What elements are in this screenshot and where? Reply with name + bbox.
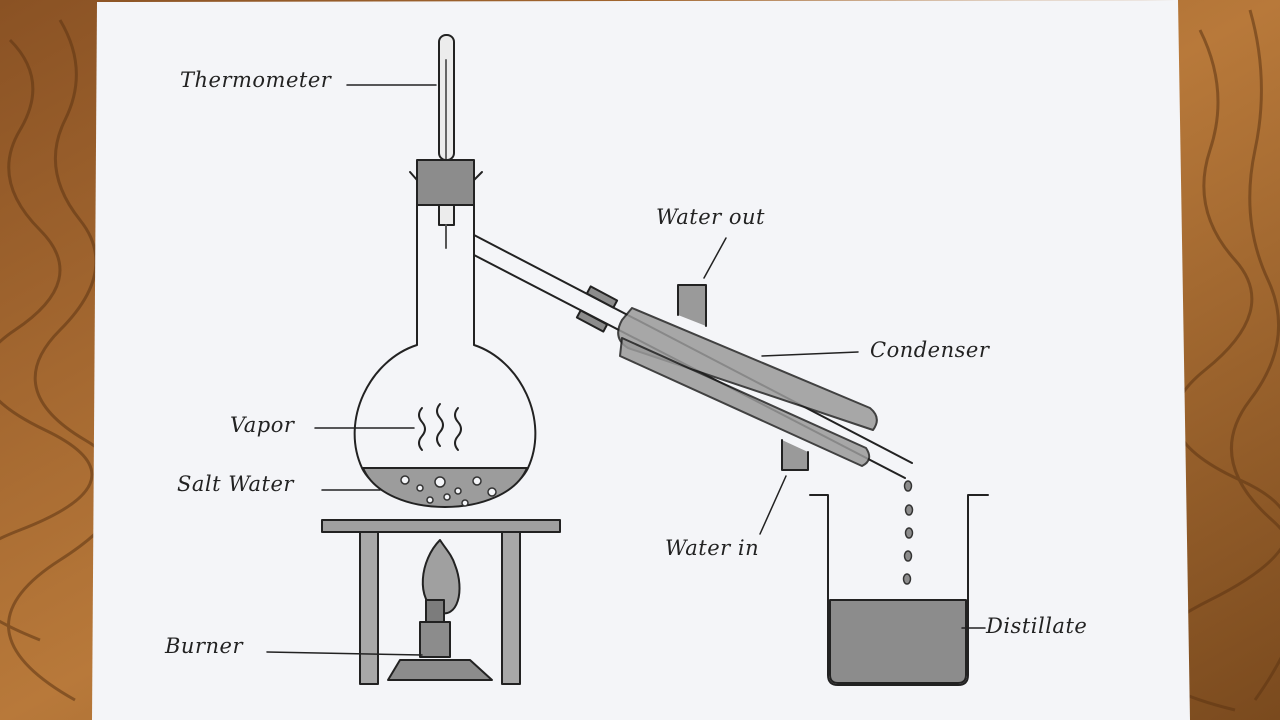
water-in-port xyxy=(781,439,809,471)
water-out-port xyxy=(677,284,707,327)
tripod-top xyxy=(321,519,561,533)
leader-lines xyxy=(266,84,986,656)
thermometer-icon xyxy=(438,34,455,249)
label-vapor: Vapor xyxy=(230,413,295,437)
stopper-icon xyxy=(416,159,475,206)
beaker-icon xyxy=(809,494,989,686)
label-salt-water: Salt Water xyxy=(177,472,294,496)
label-water-in: Water in xyxy=(665,536,760,560)
label-condenser: Condenser xyxy=(870,338,990,362)
vapor-icon xyxy=(418,403,462,451)
label-burner: Burner xyxy=(165,634,243,658)
burner-icon xyxy=(387,539,493,681)
label-distillate: Distillate xyxy=(986,614,1088,638)
label-thermometer: Thermometer xyxy=(180,68,332,92)
distillate-drops-icon xyxy=(902,480,914,585)
label-water-out: Water out xyxy=(656,205,765,229)
condenser-icon xyxy=(617,307,878,431)
distillate-liquid xyxy=(829,599,967,684)
